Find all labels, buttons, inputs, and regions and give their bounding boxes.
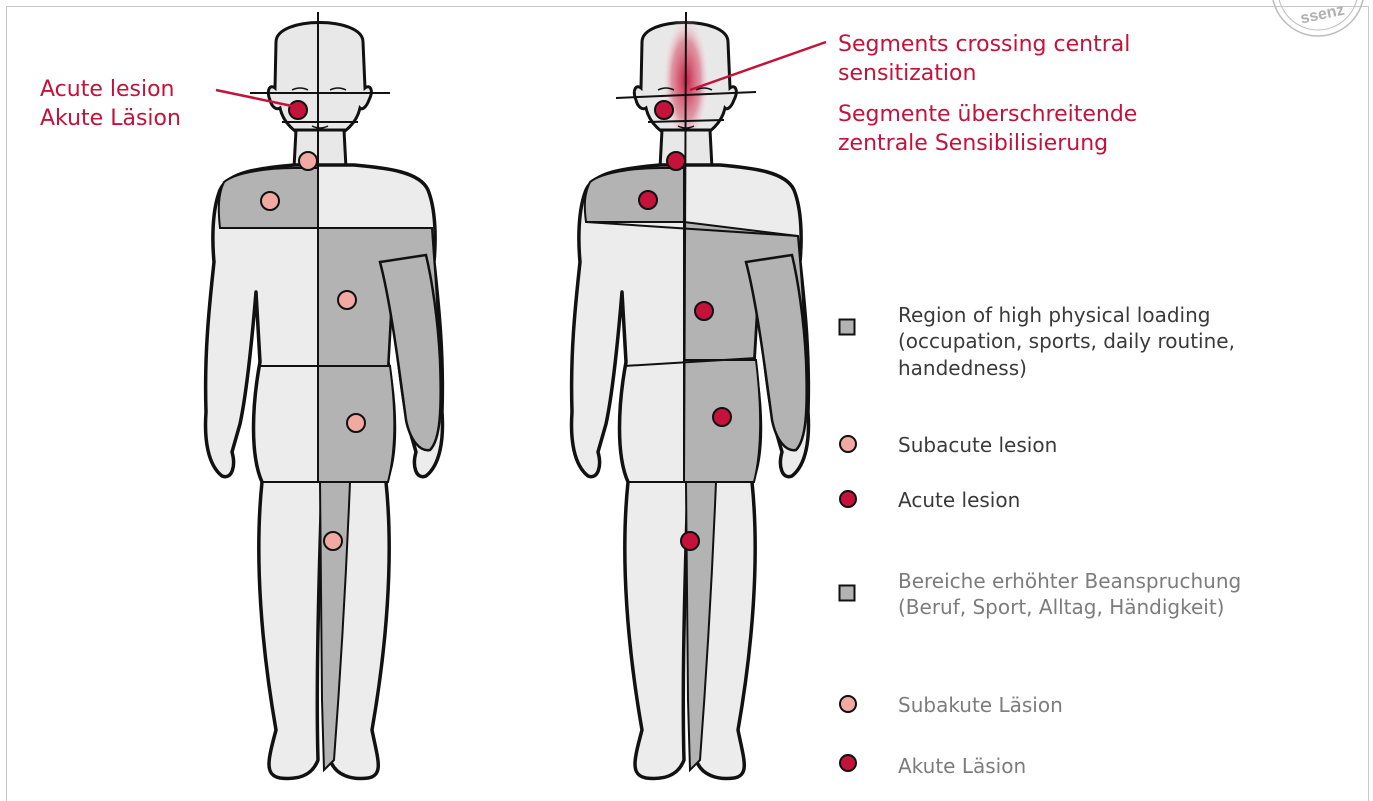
segments-crossing-label: Segments crossing central sensitization … <box>838 30 1137 158</box>
left-body-figure <box>206 12 443 778</box>
acute-lesion-label: Acute lesion Akute Läsion <box>40 75 181 133</box>
legend-square-icon <box>838 584 856 602</box>
right-body-figure <box>572 12 826 778</box>
legend-acute-dot-icon <box>838 489 858 509</box>
legend-acute-dot-icon <box>838 753 858 773</box>
legend-square-icon <box>838 318 856 336</box>
watermark-stamp: ssenz <box>1272 0 1364 36</box>
legend-subacute-dot-icon <box>838 434 858 454</box>
legend-subacute-dot-icon <box>838 694 858 714</box>
